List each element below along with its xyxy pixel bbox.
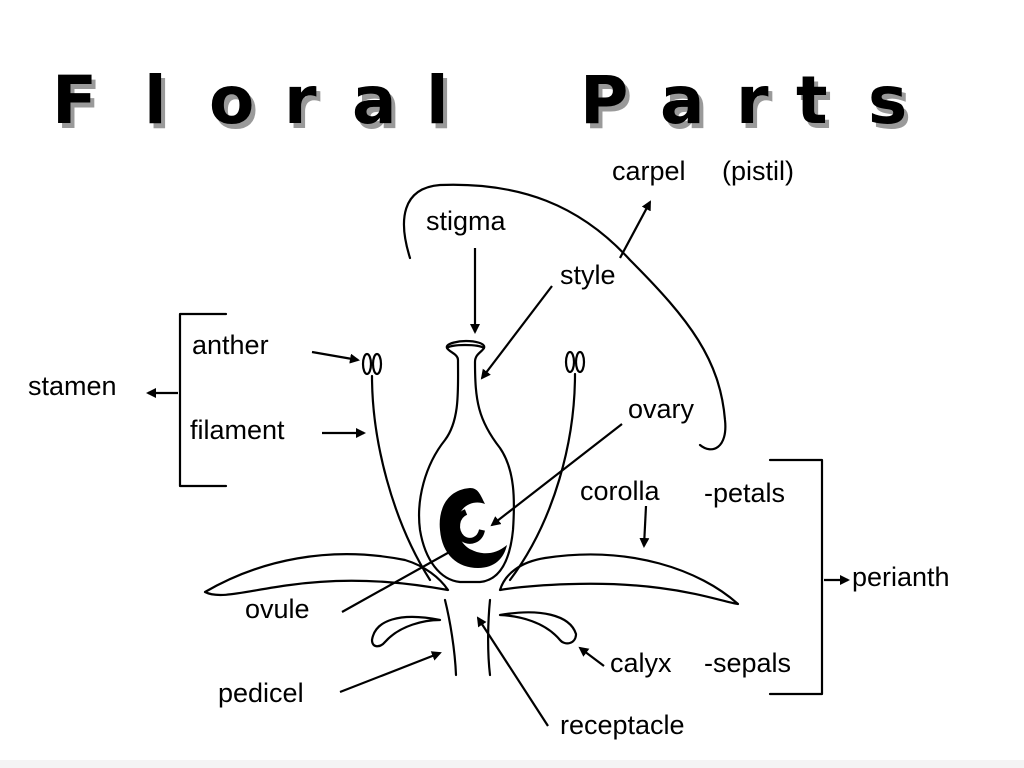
arrow-ovule xyxy=(341,544,464,613)
arrow-ovary xyxy=(490,423,623,527)
ovule-center xyxy=(454,509,485,544)
label-stamen: stamen xyxy=(28,371,117,401)
sepal-left xyxy=(370,615,442,648)
arrow-pedicel xyxy=(339,651,442,694)
petal-right xyxy=(498,553,740,606)
pistil-outline xyxy=(418,339,516,584)
arrow-carpel xyxy=(619,200,651,259)
label-filament: filament xyxy=(190,415,285,445)
label-petals: -petals xyxy=(704,478,786,508)
bottom-strip xyxy=(0,760,1024,768)
label-style: style xyxy=(560,260,616,290)
label-sepals: -sepals xyxy=(704,648,792,678)
label-receptacle: receptacle xyxy=(560,710,685,740)
perianth-bracket xyxy=(768,458,824,696)
filament-right xyxy=(508,372,577,582)
petal-left xyxy=(203,553,450,597)
arrow-calyx xyxy=(578,646,605,667)
label-pedicel: pedicel xyxy=(218,678,304,708)
carpel-outline xyxy=(403,183,727,451)
label-carpel: carpel xyxy=(612,156,686,186)
label-pistil: (pistil) xyxy=(722,156,794,186)
anther-right-a xyxy=(564,350,576,374)
title-letter: r xyxy=(736,62,769,139)
arrow-anther xyxy=(311,350,360,364)
label-ovary: ovary xyxy=(628,394,695,424)
title-letter: l xyxy=(426,62,449,139)
title-letter: o xyxy=(209,62,255,139)
title-letter: r xyxy=(284,62,317,139)
stigma-shape xyxy=(445,343,486,350)
title-letter: a xyxy=(660,62,705,139)
title-letter: t xyxy=(796,62,828,139)
filament-left xyxy=(370,374,432,582)
title-letter: F xyxy=(52,62,98,139)
anther-left-a xyxy=(361,352,373,376)
label-ovule: ovule xyxy=(245,594,310,624)
label-calyx: calyx xyxy=(610,648,672,678)
title-letter: a xyxy=(352,62,397,139)
arrow-corolla xyxy=(639,505,650,548)
label-corolla: corolla xyxy=(580,476,660,506)
anther-right-b xyxy=(574,350,586,374)
stamen-bracket xyxy=(178,312,228,488)
title-letter: l xyxy=(144,62,167,139)
title-letter: s xyxy=(868,62,908,139)
label-anther: anther xyxy=(192,330,269,360)
sepal-right xyxy=(498,611,578,645)
receptacle-left xyxy=(443,598,458,677)
label-stigma: stigma xyxy=(426,206,506,236)
arrow-receptacle xyxy=(476,616,549,727)
title-letter: P xyxy=(580,62,629,139)
label-perianth: perianth xyxy=(852,562,950,592)
anther-left-b xyxy=(371,352,383,376)
arrow-style xyxy=(480,285,553,380)
ovule-shape xyxy=(439,488,507,568)
